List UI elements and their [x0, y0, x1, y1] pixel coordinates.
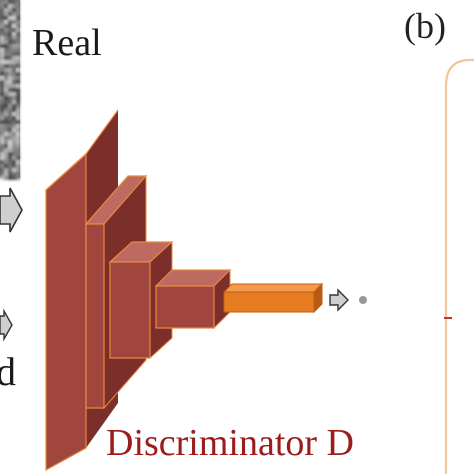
- discriminator-output-bar: [222, 282, 324, 314]
- real-label: Real: [32, 22, 102, 64]
- input-arrow-bottom: [0, 308, 13, 342]
- output-dot-icon: [359, 296, 367, 304]
- real-image: [0, 0, 20, 180]
- input-arrow-top: [0, 187, 23, 233]
- output-arrow: [329, 288, 349, 312]
- panel-b-label: (b): [404, 6, 446, 46]
- discriminator-label: Discriminator D: [106, 422, 355, 464]
- generated-label-fragment: d: [0, 349, 16, 394]
- panel-b-frame: [444, 58, 474, 474]
- discriminator-layer-4: [154, 268, 232, 330]
